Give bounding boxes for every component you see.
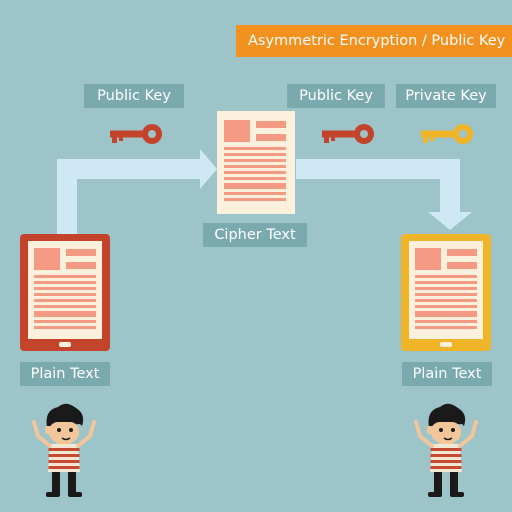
public-key-icon-left: [110, 124, 162, 144]
plain-text-label-left: Plain Text: [20, 362, 110, 386]
receiver-person-icon: [414, 401, 478, 499]
public-key-label-left: Public Key: [84, 84, 184, 108]
sender-person-icon: [32, 401, 96, 499]
sender-tablet: [20, 234, 110, 351]
private-key-label: Private Key: [396, 84, 496, 108]
public-key-icon-right: [322, 124, 374, 144]
title-banner: Asymmetric Encryption / Public Key: [236, 25, 512, 57]
flow-arrow-cipher-to-receiver: [296, 159, 472, 230]
cipher-text-label: Cipher Text: [203, 223, 307, 247]
receiver-tablet: [401, 234, 491, 351]
plain-text-label-right: Plain Text: [402, 362, 492, 386]
public-key-label-right: Public Key: [287, 84, 385, 108]
flow-arrow-sender-to-cipher: [57, 149, 217, 234]
private-key-icon: [421, 124, 473, 144]
cipher-text-document: [217, 111, 295, 214]
